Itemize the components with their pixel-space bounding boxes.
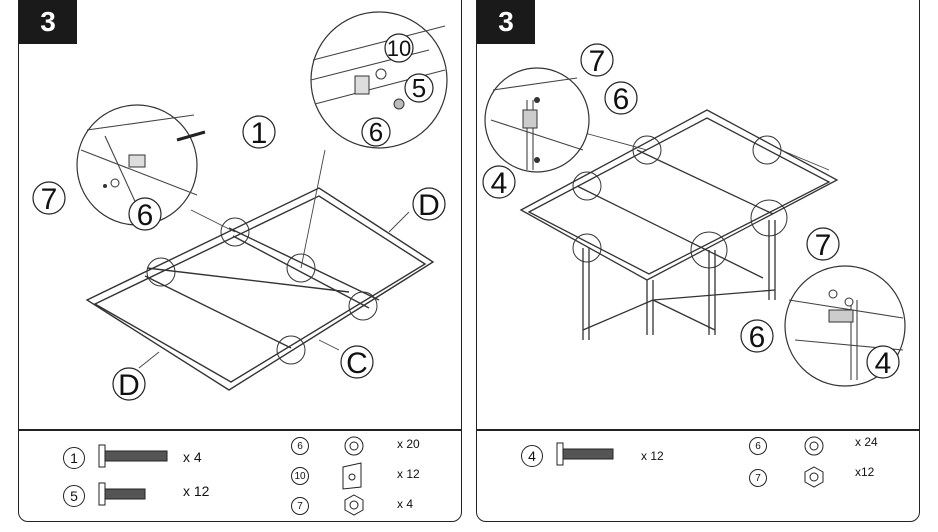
bolt-short-icon bbox=[98, 482, 146, 506]
part-number-7: 7 bbox=[291, 497, 309, 515]
callout-6-detail: 6 bbox=[369, 117, 383, 147]
part-number-1: 1 bbox=[63, 447, 85, 469]
right-parts-list: 4 x 12 6 x 24 7 x12 bbox=[476, 430, 920, 522]
callout-4-left: 4 bbox=[491, 167, 508, 200]
nut-icon-right bbox=[804, 466, 824, 488]
callout-4-right: 4 bbox=[875, 347, 892, 380]
part-qty-4: x 12 bbox=[641, 449, 664, 463]
callout-6: 6 bbox=[137, 199, 154, 232]
bolt-long-icon bbox=[98, 444, 168, 468]
callout-d-left: D bbox=[118, 369, 140, 402]
table-frame-drawing: 7 6 4 7 6 4 bbox=[482, 43, 906, 387]
nut-icon bbox=[344, 494, 364, 516]
step-number-badge-right: 3 bbox=[477, 0, 535, 44]
left-parts-list: 1 x 4 5 x 12 6 x 20 10 x 12 7 x 4 bbox=[18, 430, 462, 522]
callout-7-top: 7 bbox=[589, 45, 606, 78]
part-number-10: 10 bbox=[291, 467, 309, 485]
part-qty-6-right: x 24 bbox=[855, 435, 878, 449]
part-qty-1: x 4 bbox=[183, 449, 202, 465]
callout-10: 10 bbox=[387, 36, 411, 61]
left-step-panel: 3 bbox=[18, 0, 462, 430]
callout-7-right: 7 bbox=[815, 229, 832, 262]
part-qty-10: x 12 bbox=[397, 467, 420, 481]
part-number-6-right: 6 bbox=[749, 437, 767, 455]
callout-6-top: 6 bbox=[613, 83, 630, 116]
washer-icon bbox=[344, 436, 364, 456]
callout-5: 5 bbox=[412, 73, 426, 103]
part-qty-7: x 4 bbox=[397, 497, 414, 511]
bracket-icon bbox=[342, 462, 362, 490]
part-number-5: 5 bbox=[63, 485, 85, 507]
part-qty-7-right: x12 bbox=[855, 465, 875, 479]
part-qty-6: x 20 bbox=[397, 437, 420, 451]
right-step-panel: 3 bbox=[476, 0, 920, 430]
part-number-4: 4 bbox=[521, 445, 543, 467]
bolt-medium-icon bbox=[556, 442, 614, 466]
callout-7: 7 bbox=[41, 183, 58, 216]
part-number-6: 6 bbox=[291, 437, 309, 455]
frame-assembly-drawing: 1 7 6 10 5 6 D D C bbox=[32, 11, 448, 402]
step-number-badge: 3 bbox=[19, 0, 77, 44]
washer-icon-right bbox=[804, 436, 824, 456]
part-qty-5: x 12 bbox=[183, 483, 210, 499]
callout-6-right: 6 bbox=[749, 321, 766, 354]
callout-c: C bbox=[346, 347, 368, 380]
callout-1: 1 bbox=[251, 117, 268, 150]
callout-d-right: D bbox=[418, 189, 440, 222]
part-number-7-right: 7 bbox=[749, 469, 767, 487]
